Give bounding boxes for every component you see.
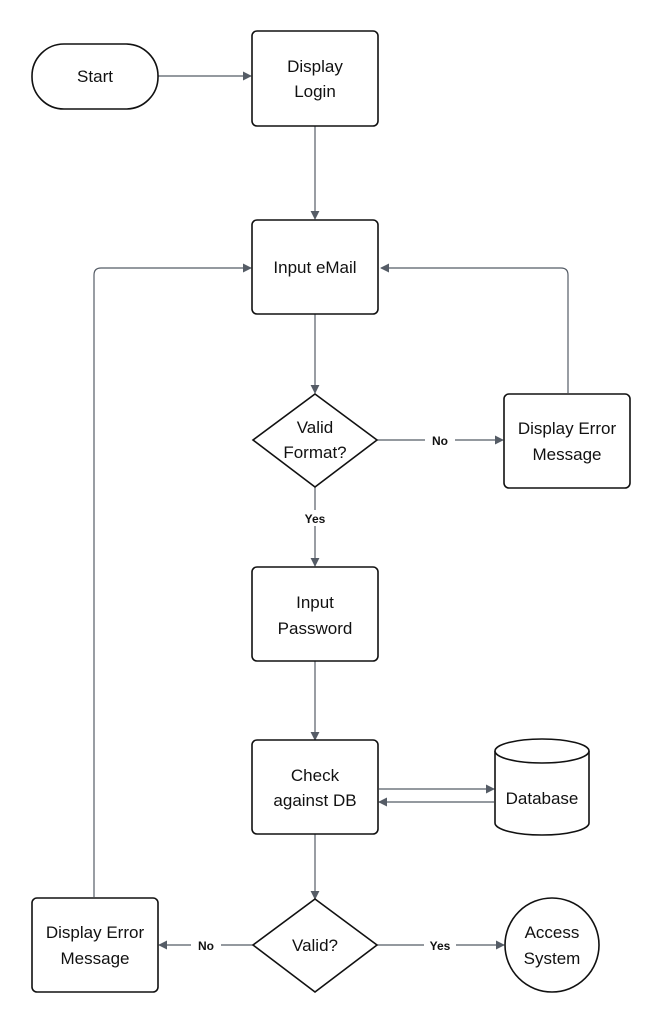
node-label-line-2: Message (533, 445, 602, 464)
node-label: Input eMail (273, 258, 356, 277)
decision-shape (251, 898, 379, 994)
edge-label-format-no: No (432, 434, 448, 448)
node-label: Valid? (292, 936, 338, 955)
terminal-circle-shape (504, 897, 600, 993)
cylinder-body-shape (494, 751, 590, 836)
node-input-password[interactable]: Input Password (251, 566, 379, 662)
process-shape (251, 30, 379, 127)
node-label-line-2: against DB (273, 791, 356, 810)
node-label-line-1: Display (287, 57, 343, 76)
edge-label-format-yes: Yes (305, 512, 326, 526)
node-label-line-1: Valid (297, 418, 334, 437)
terminator-shape (31, 43, 159, 110)
cylinder-top-shape (494, 738, 590, 764)
edge-error-back-to-input-email (380, 263, 569, 393)
node-input-email[interactable]: Input eMail (251, 219, 379, 315)
node-label-line-1: Access (525, 923, 580, 942)
node-label-line-2: Login (294, 82, 336, 101)
edge-error-back-to-input-email-left (93, 263, 252, 897)
node-start[interactable]: Start (31, 43, 159, 110)
node-label-line-2: System (524, 949, 581, 968)
node-database[interactable]: Database (494, 738, 590, 836)
edges (93, 71, 569, 950)
node-valid[interactable]: Valid? (251, 898, 379, 994)
node-access-system[interactable]: Access System (504, 897, 600, 993)
decision-shape (251, 393, 379, 489)
node-check-against-db[interactable]: Check against DB (251, 739, 379, 835)
process-shape (251, 566, 379, 662)
node-label-line-1: Display Error (518, 419, 617, 438)
edge-label-valid-no: No (198, 939, 214, 953)
node-label-line-2: Format? (283, 443, 346, 462)
node-label-line-1: Display Error (46, 923, 145, 942)
node-label-line-2: Password (278, 619, 353, 638)
process-shape (503, 393, 631, 489)
process-shape (251, 739, 379, 835)
node-label-line-1: Check (291, 766, 340, 785)
node-label: Start (77, 67, 113, 86)
node-display-error-credentials[interactable]: Display Error Message (31, 897, 159, 993)
node-label-line-2: Message (61, 949, 130, 968)
process-shape (31, 897, 159, 993)
node-label-line-1: Input (296, 593, 334, 612)
edge-label-valid-yes: Yes (430, 939, 451, 953)
node-valid-format[interactable]: Valid Format? (251, 393, 379, 489)
node-display-error-format[interactable]: Display Error Message (503, 393, 631, 489)
edge-labels: No Yes No Yes (191, 432, 456, 953)
process-shape (251, 219, 379, 315)
node-label: Database (506, 789, 579, 808)
node-display-login[interactable]: Display Login (251, 30, 379, 127)
